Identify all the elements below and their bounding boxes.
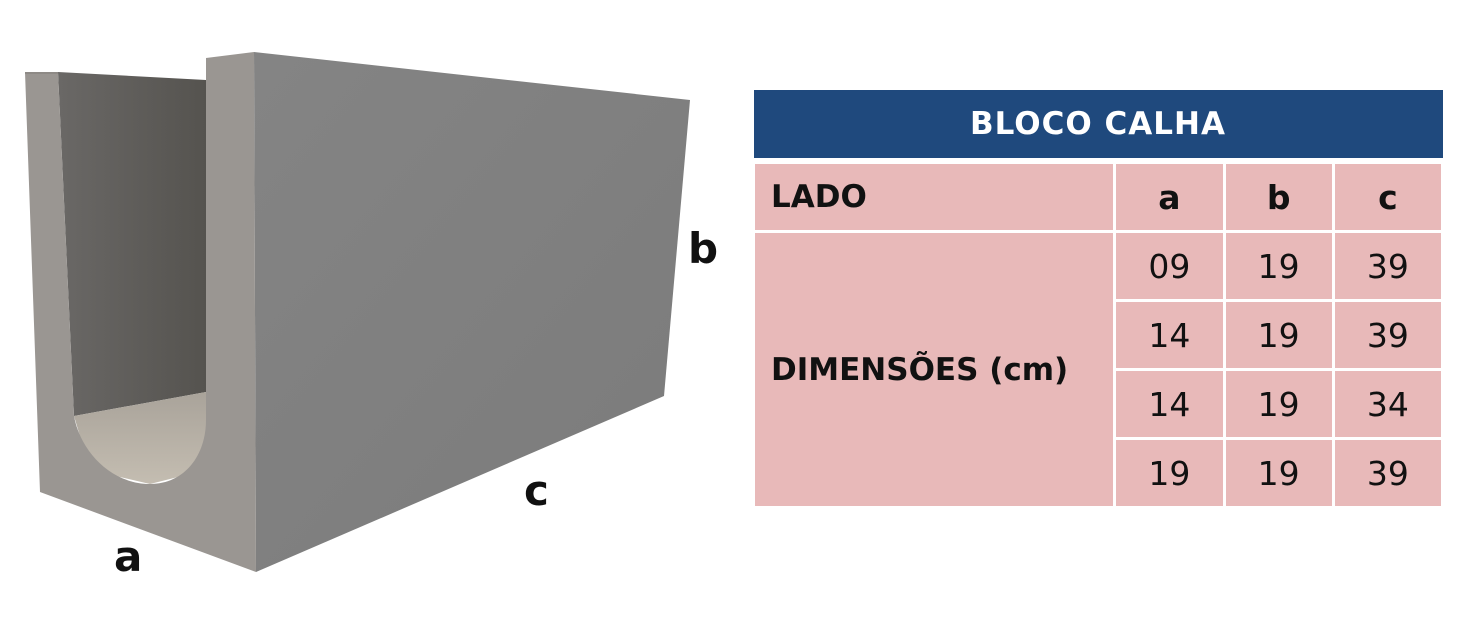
table-cell: 39 xyxy=(1331,299,1445,371)
table-cell: 19 xyxy=(1222,299,1335,371)
table-cell: 14 xyxy=(1113,368,1226,440)
header-label-lado: LADO xyxy=(751,159,1117,233)
table-cell: 14 xyxy=(1113,299,1226,371)
table-row: DIMENSÕES (cm) 09 19 39 xyxy=(751,230,1445,509)
table-cell: 19 xyxy=(1222,368,1335,440)
column-header-c: c xyxy=(1331,159,1445,233)
table-title: BLOCO CALHA xyxy=(753,90,1443,164)
dimensions-table: BLOCO CALHA LADO a b c DIMENSÕES (cm) 09… xyxy=(751,90,1445,509)
column-header-a: a xyxy=(1113,159,1226,233)
table-cell: 19 xyxy=(1113,437,1226,509)
table-cell: 39 xyxy=(1331,437,1445,509)
column-header-b: b xyxy=(1222,159,1335,233)
table-cell: 34 xyxy=(1331,368,1445,440)
channel-floor xyxy=(74,392,206,484)
channel-block-drawing xyxy=(25,52,690,572)
dimension-label-a: a xyxy=(114,532,143,581)
dimension-label-b: b xyxy=(688,224,719,273)
table-cell: 19 xyxy=(1222,230,1335,302)
channel-block-diagram: a b c xyxy=(25,52,719,581)
table-header-row: LADO a b c xyxy=(751,159,1445,233)
table-cell: 09 xyxy=(1113,230,1226,302)
table-row: 19 19 39 xyxy=(754,437,1445,509)
table-cell: 39 xyxy=(1331,230,1445,302)
table-row: 14 19 34 xyxy=(754,368,1445,440)
table-row: 14 19 39 xyxy=(754,299,1445,371)
table-cell: 19 xyxy=(1222,437,1335,509)
block-front-face xyxy=(25,52,256,572)
row-label-dimensoes: DIMENSÕES (cm) xyxy=(751,230,1117,509)
left-wall-top xyxy=(25,72,58,74)
dimension-label-c: c xyxy=(524,466,549,515)
channel-inner-wall xyxy=(58,72,206,416)
block-side-face xyxy=(254,52,690,572)
